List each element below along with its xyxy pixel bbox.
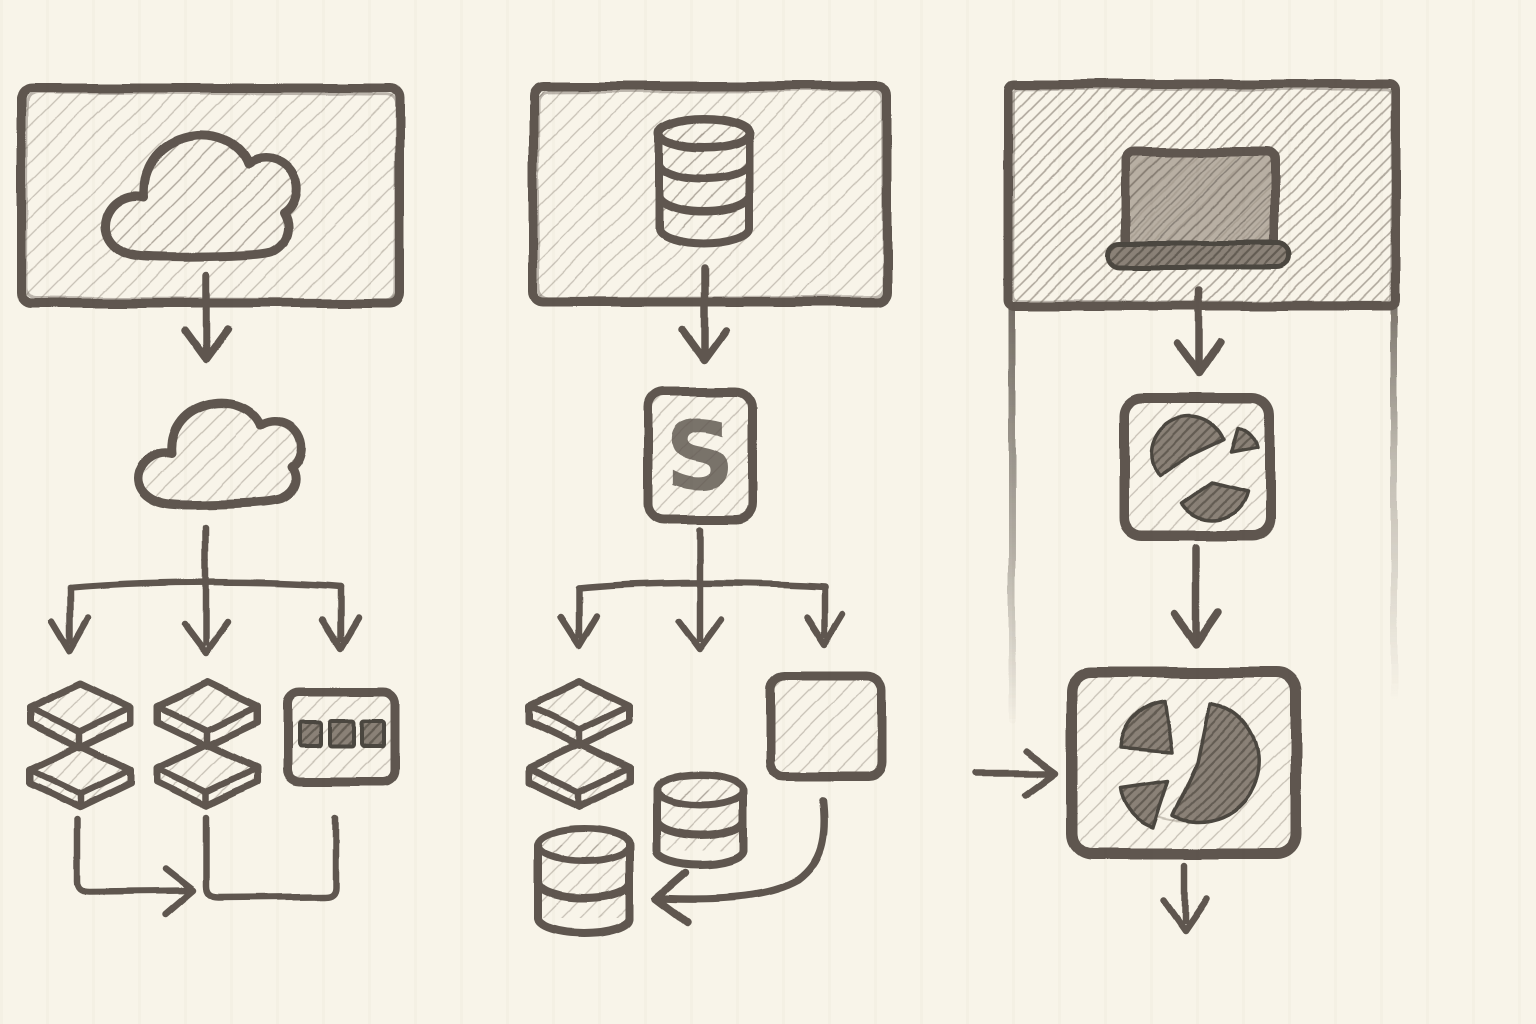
s-badge-icon: S xyxy=(643,387,757,525)
laptop-icon xyxy=(1105,147,1293,270)
down-arrow xyxy=(678,264,730,364)
curved-left-arrow xyxy=(652,796,828,926)
square-node-icon xyxy=(765,671,887,781)
memory-card-icon xyxy=(282,687,400,787)
s-letter: S xyxy=(665,400,734,512)
pie-wedge-large xyxy=(1171,701,1261,824)
layer-stack-icon xyxy=(157,682,257,806)
right-merge-arrow xyxy=(73,816,198,918)
small-cloud-icon xyxy=(133,398,307,510)
down-output-arrow xyxy=(1160,862,1211,934)
pie-chart-badge-icon xyxy=(1119,393,1275,541)
column-client-analytics xyxy=(971,79,1401,934)
laptop-screen xyxy=(1121,147,1279,253)
database-cylinder-icon xyxy=(654,113,754,247)
right-input-arrow xyxy=(971,747,1060,799)
card-square xyxy=(297,721,323,749)
column-cloud-ingestion xyxy=(17,83,405,918)
down-arrow xyxy=(1170,544,1222,648)
small-database-icon xyxy=(652,771,748,868)
down-arrow xyxy=(180,272,232,364)
cloud-source-box-overdraw xyxy=(24,90,399,302)
pie-chart-board-icon xyxy=(1066,666,1302,860)
u-connector xyxy=(203,814,339,901)
layer-stack-icon xyxy=(30,684,130,808)
pie-wedge xyxy=(1180,482,1249,523)
three-way-branch-arrow xyxy=(48,524,362,656)
pie-wedge xyxy=(1118,780,1170,830)
column-database-processing: S xyxy=(529,81,892,937)
pie-wedge xyxy=(1230,425,1260,454)
layer-stack-icon xyxy=(529,682,629,806)
large-database-icon xyxy=(534,825,634,937)
pie-wedge xyxy=(1150,413,1227,479)
pie-wedge xyxy=(1118,698,1174,754)
laptop-base xyxy=(1105,240,1293,270)
down-arrow xyxy=(1173,286,1225,378)
card-square xyxy=(360,720,386,748)
database-source-box-overdraw xyxy=(536,88,885,301)
three-way-branch-arrow xyxy=(556,526,846,654)
cloud-icon xyxy=(100,131,301,262)
card-square xyxy=(328,720,356,749)
